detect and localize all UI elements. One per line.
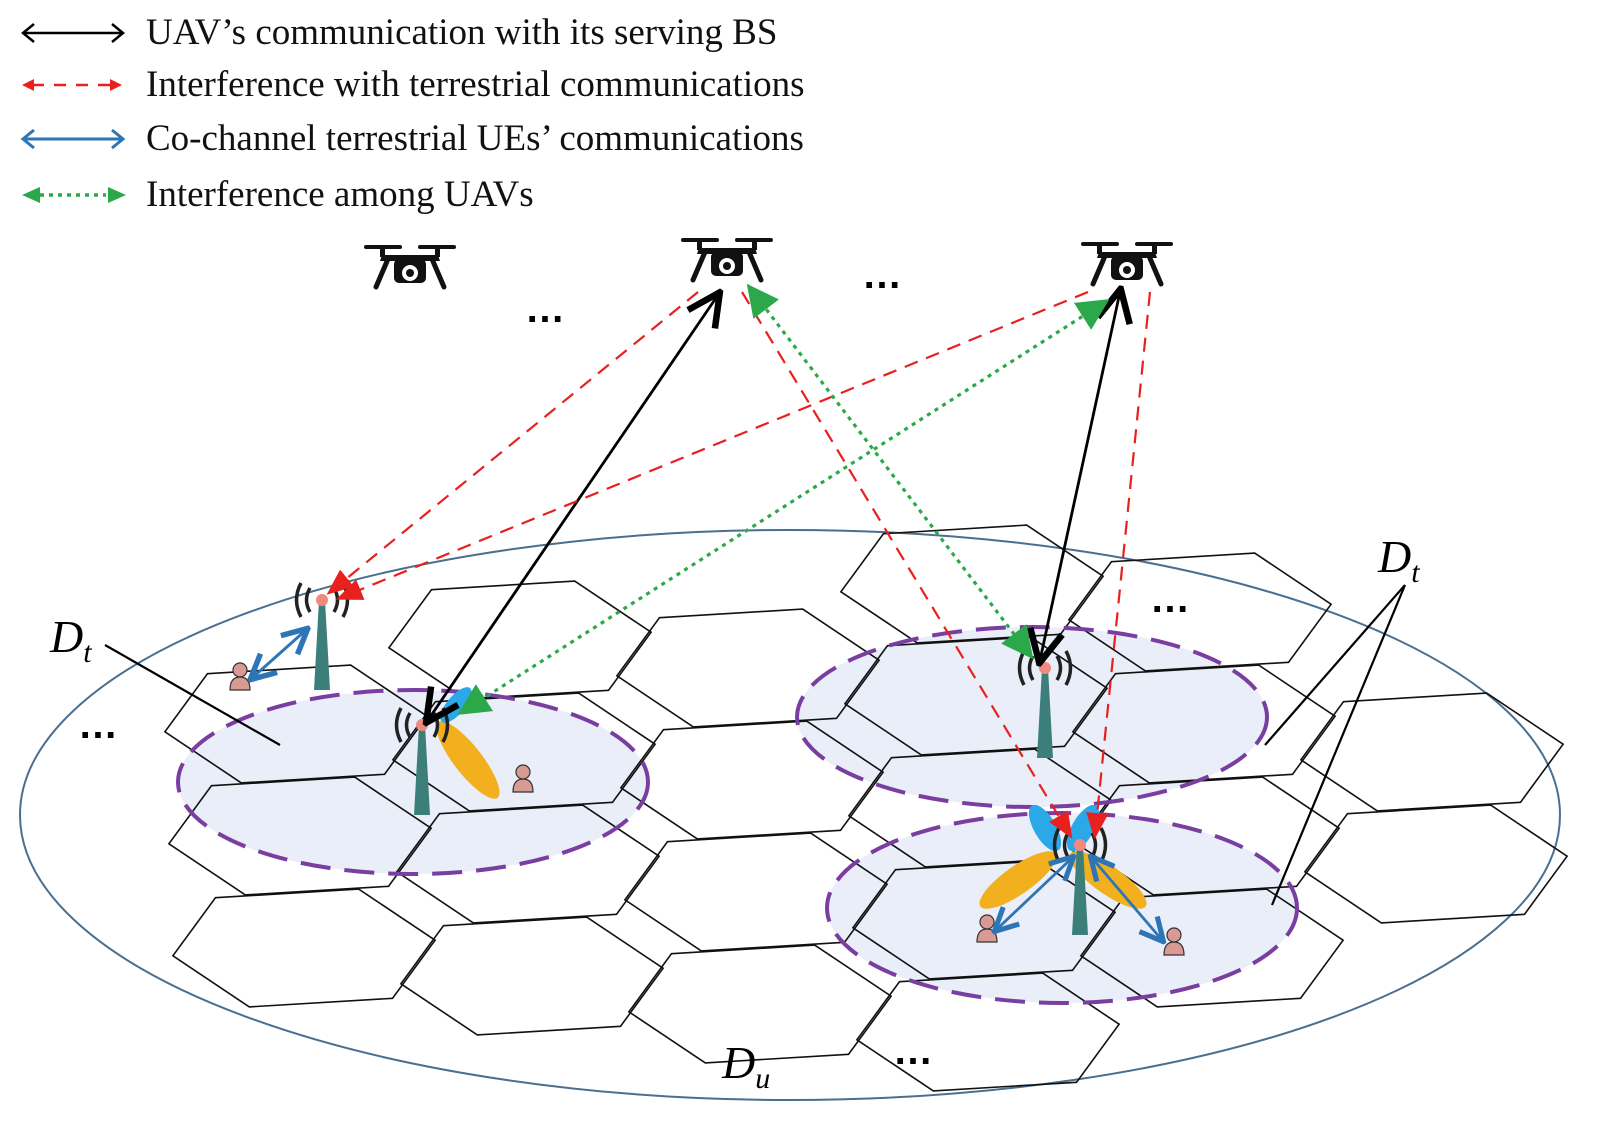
legend-item-uav-bs-link: UAV’s communication with its serving BS bbox=[0, 8, 920, 58]
ellipsis: … bbox=[862, 253, 902, 297]
beam-blue bbox=[1028, 804, 1062, 852]
label-du: Du bbox=[721, 1037, 770, 1095]
hex-cell bbox=[1071, 664, 1337, 784]
ellipsis: … bbox=[78, 703, 118, 747]
uav-drone-icon bbox=[364, 245, 456, 287]
hex-cell bbox=[387, 580, 653, 700]
legend-item-terrestrial-interference: Interference with terrestrial communicat… bbox=[0, 60, 920, 110]
co-channel-ue-link bbox=[1092, 858, 1162, 940]
hex-cell bbox=[399, 916, 665, 1036]
double-arrow-solid-black-icon bbox=[21, 23, 125, 43]
hex-cell bbox=[1079, 888, 1345, 1008]
legend-label: Interference with terrestrial communicat… bbox=[146, 64, 805, 105]
terrestrial-interference-link bbox=[335, 290, 1089, 600]
hex-cell bbox=[167, 776, 433, 896]
double-arrow-dashed-red-icon bbox=[22, 79, 122, 91]
label-pointer-dt-right bbox=[1264, 584, 1406, 746]
label-pointer-dt-left bbox=[104, 644, 281, 746]
co-channel-ue-link bbox=[996, 858, 1072, 930]
hex-cell bbox=[1299, 692, 1565, 812]
label-dt-right: Dt bbox=[1377, 531, 1420, 589]
beam-orange bbox=[436, 721, 500, 799]
ellipsis: … bbox=[525, 287, 565, 331]
double-arrow-dotted-green-icon bbox=[22, 187, 126, 203]
terrestrial-interference-link bbox=[326, 291, 699, 595]
label-dt-left: Dt bbox=[49, 611, 92, 669]
base-station-icon bbox=[294, 581, 350, 692]
hex-cell bbox=[839, 524, 1105, 644]
uav-drone-icon bbox=[681, 238, 773, 280]
cluster-boundary-left bbox=[176, 688, 650, 876]
legend-label: Co-channel terrestrial UEs’ communicatio… bbox=[146, 118, 804, 159]
legend-item-uav-interference: Interference among UAVs bbox=[0, 170, 920, 220]
hex-cell bbox=[163, 664, 429, 784]
legend-label: UAV’s communication with its serving BS bbox=[146, 12, 778, 53]
cluster-fill-left bbox=[178, 690, 648, 874]
ellipsis: … bbox=[1150, 577, 1190, 621]
legend-label: Interference among UAVs bbox=[146, 174, 534, 215]
hex-cell bbox=[1303, 804, 1569, 924]
uav-drone-icon bbox=[1081, 242, 1173, 284]
double-arrow-solid-blue-icon bbox=[20, 128, 126, 150]
co-channel-ue-link bbox=[252, 630, 306, 678]
hex-cell bbox=[627, 944, 893, 1064]
hex-cell bbox=[619, 720, 885, 840]
uav-interference-link bbox=[457, 299, 1110, 715]
hex-cell bbox=[171, 888, 437, 1008]
uav-bs-link bbox=[428, 295, 718, 720]
uav-interference-link bbox=[746, 283, 1034, 660]
ellipsis: … bbox=[893, 1029, 933, 1073]
label-pointer-dt-right bbox=[1270, 584, 1407, 906]
hex-cell bbox=[855, 972, 1121, 1092]
legend-item-co-channel-ue: Co-channel terrestrial UEs’ communicatio… bbox=[0, 114, 920, 164]
user-equipment-icon bbox=[229, 662, 251, 691]
